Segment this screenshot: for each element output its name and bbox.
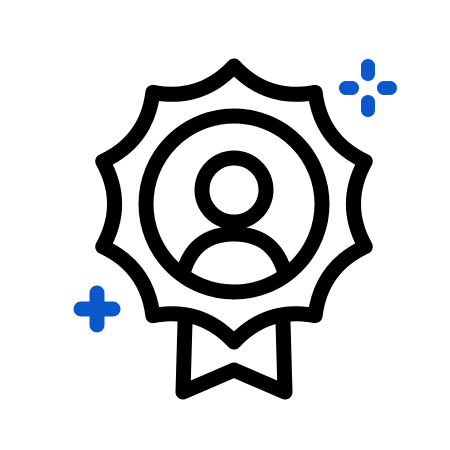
portrait-frame-circle [138, 108, 330, 300]
sparkle-plus-icon [73, 285, 121, 333]
user-head-icon [194, 150, 274, 230]
user-shoulders-icon [172, 226, 296, 292]
ribbon-tails-icon [175, 314, 293, 400]
sparkle-dots-icon [339, 59, 397, 117]
